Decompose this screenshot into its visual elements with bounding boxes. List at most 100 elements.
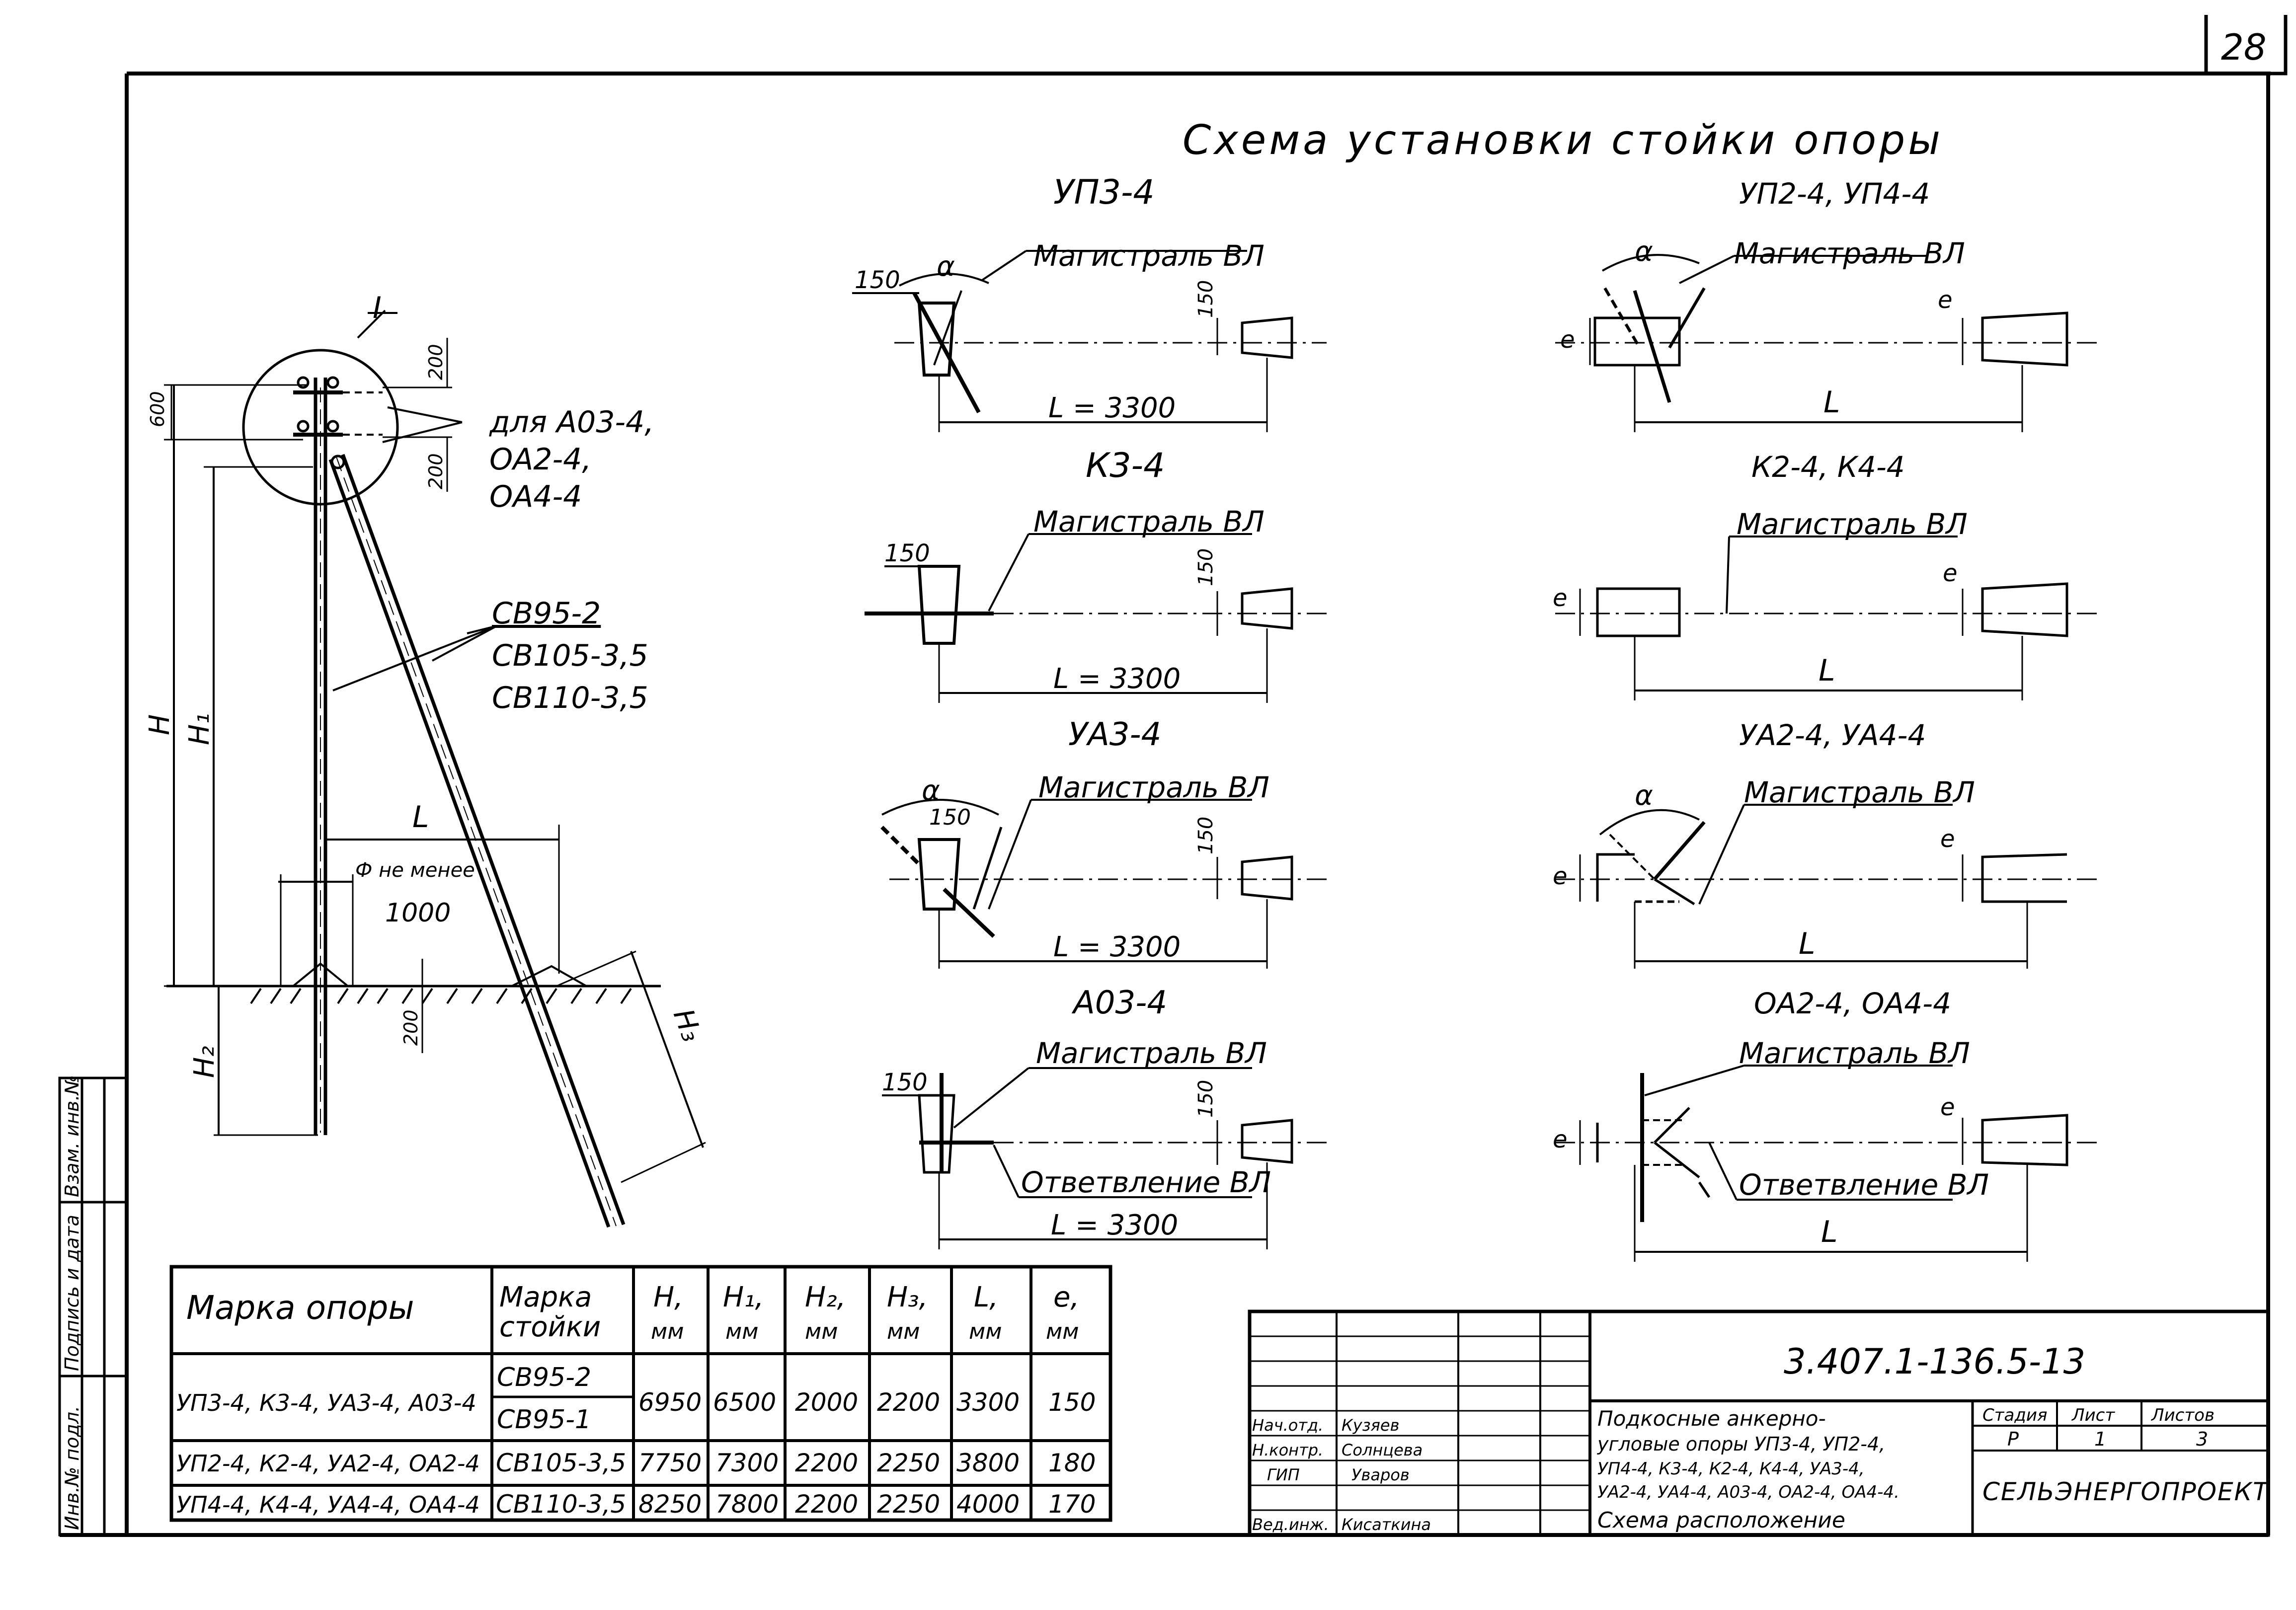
data-table (169, 1265, 1112, 1522)
diameter-label: Ф не менее (355, 859, 475, 882)
th-H3-1: H₃, (887, 1281, 928, 1313)
dim-200-top: 200 (425, 344, 447, 380)
scheme-oa24 (1555, 1065, 2102, 1262)
scheme-k24-title: К2-4, К4-4 (1751, 450, 1905, 484)
dim-H1: H₁ (183, 713, 216, 745)
row1-H3: 2200 (877, 1388, 940, 1417)
scheme-k24-L: L (1819, 653, 1835, 688)
scheme-ua24-title: УА2-4, УА4-4 (1739, 718, 1926, 752)
scheme-up3 (852, 250, 1327, 432)
drawing-title: Схема установки стойки опоры (1183, 117, 1943, 164)
signer-4-name: Кисаткина (1342, 1515, 1431, 1534)
row3-H2: 2200 (795, 1490, 858, 1519)
row2-H: 7750 (638, 1449, 702, 1477)
dim-200-ground: 200 (400, 1009, 422, 1046)
row1-H1: 6500 (713, 1388, 776, 1417)
scheme-ao3-line: Магистраль ВЛ (1036, 1036, 1267, 1070)
note-line2: ОА2-4, (489, 442, 591, 477)
th-H1-2: мм (725, 1319, 758, 1344)
page-number: 28 (2221, 26, 2267, 68)
scheme-oa24-L: L (1821, 1215, 1837, 1249)
scheme-up3-e: 150 (1194, 280, 1217, 318)
scheme-ua24-e1: e (1553, 862, 1568, 890)
row1-mark: УП3-4, К3-4, УА3-4, А03-4 (176, 1389, 476, 1416)
stage-value: Р (2007, 1428, 2019, 1450)
scheme-up3-angle: α (937, 250, 955, 283)
scheme-ua3-line: Магистраль ВЛ (1038, 770, 1269, 804)
signer-1-role: Нач.отд. (1252, 1416, 1323, 1435)
scheme-up24-line: Магистраль ВЛ (1734, 236, 1965, 270)
row3-H1: 7800 (715, 1490, 779, 1519)
scheme-up24 (1555, 254, 2102, 432)
signer-2-role: Н.контр. (1252, 1441, 1323, 1459)
th-L-2: мм (969, 1319, 1002, 1344)
stamp-inv-podl: Инв.№ подл. (61, 1406, 83, 1530)
signer-3-role: ГИП (1267, 1465, 1300, 1484)
row3-e: 170 (1048, 1490, 1096, 1519)
th-L-1: L, (974, 1281, 998, 1313)
dim-H2: H₂ (188, 1046, 221, 1078)
scheme-k24-e2: e (1943, 559, 1958, 587)
row2-L: 3800 (956, 1449, 1020, 1477)
page-number-box: 28 (2204, 15, 2288, 76)
scheme-up24-L: L (1823, 385, 1840, 420)
dim-200-mid: 200 (425, 453, 447, 489)
scheme-k3-w: 150 (884, 539, 930, 567)
th-mark: Марка опоры (186, 1289, 414, 1327)
scheme-k24 (1555, 536, 2102, 700)
description-line-3: УП4-4, К3-4, К2-4, К4-4, УА3-4, (1597, 1459, 1865, 1479)
scheme-up24-title: УП2-4, УП4-4 (1739, 177, 1930, 211)
th-H2-1: H₂, (805, 1281, 846, 1313)
scheme-ao3-w: 150 (882, 1069, 928, 1096)
scheme-ua3-w: 150 (929, 805, 971, 830)
scheme-k24-line: Магистраль ВЛ (1737, 507, 1968, 541)
stamp-signature-date: Подпись и дата (61, 1215, 83, 1371)
description-line-5: Схема расположение (1597, 1508, 1845, 1533)
th-e-1: e, (1053, 1281, 1079, 1313)
sheets-header: Листов (2150, 1405, 2215, 1425)
scheme-k3-L: L = 3300 (1053, 663, 1181, 695)
dim-600: 600 (147, 391, 168, 427)
organization: СЕЛЬЭНЕРГОПРОЕКТ (1982, 1477, 2270, 1506)
row3-H: 8250 (638, 1490, 702, 1519)
description-line-2: угловые опоры УП3-4, УП2-4, (1597, 1433, 1885, 1455)
row1-e: 150 (1048, 1388, 1096, 1417)
scheme-up3-title: УП3-4 (1053, 173, 1155, 212)
th-H-1: H, (653, 1281, 683, 1313)
scheme-k24-e1: e (1553, 584, 1568, 612)
scheme-k3-e: 150 (1194, 548, 1217, 586)
scheme-ua24-e2: e (1940, 825, 1955, 853)
description-line-1: Подкосные анкерно- (1597, 1406, 1826, 1431)
scheme-ua3-L: L = 3300 (1053, 931, 1181, 963)
side-stamp (58, 1076, 128, 1536)
scheme-ao3-branch: Ответвление ВЛ (1021, 1165, 1271, 1199)
scheme-ao3 (882, 1067, 1327, 1249)
row2-H2: 2200 (795, 1449, 858, 1477)
scheme-ao3-title: А03-4 (1071, 985, 1167, 1021)
scheme-up3-L: L = 3300 (1048, 392, 1176, 424)
th-stand-2: стойки (499, 1311, 601, 1343)
doc-number: 3.407.1-136.5-13 (1784, 1341, 2085, 1382)
scheme-up24-angle: α (1635, 235, 1653, 268)
scheme-k3 (865, 533, 1327, 703)
row3-stand: СВ110-3,5 (496, 1490, 626, 1519)
sheet-value: 1 (2094, 1428, 2106, 1450)
scheme-ua3-title: УА3-4 (1068, 716, 1161, 753)
scheme-ao3-e: 150 (1194, 1080, 1217, 1118)
row1-stand-a: СВ95-2 (497, 1363, 591, 1392)
th-H3-2: мм (887, 1319, 920, 1344)
row1-L: 3300 (956, 1388, 1020, 1417)
scheme-k3-line: Магистраль ВЛ (1033, 505, 1265, 538)
th-H1-1: H₁, (723, 1281, 764, 1313)
signer-3-name: Уваров (1351, 1465, 1410, 1484)
sheet-header: Лист (2071, 1405, 2115, 1425)
scheme-ua24 (1555, 804, 2102, 969)
stage-header: Стадия (1982, 1405, 2047, 1425)
description-line-4: УА2-4, УА4-4, А03-4, ОА2-4, ОА4-4. (1597, 1482, 1900, 1502)
sheets-value: 3 (2196, 1428, 2208, 1450)
th-e-2: мм (1046, 1319, 1079, 1344)
diameter-value: 1000 (385, 898, 451, 928)
detail-callout: I (373, 291, 382, 325)
th-stand-1: Марка (499, 1281, 592, 1313)
